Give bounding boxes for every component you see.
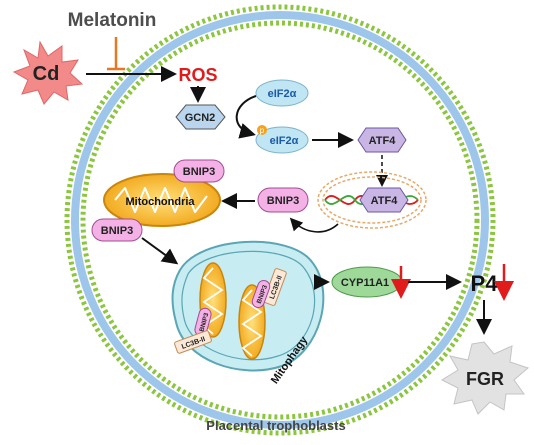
bnip3-node-left <box>91 218 143 242</box>
phospho-marker <box>257 125 267 135</box>
atf4-protein-label: ATF4 <box>369 135 397 147</box>
cell-membrane <box>64 4 496 436</box>
bnip3-node-top <box>173 159 225 183</box>
mitochondria <box>103 173 221 227</box>
p4-label: P4 <box>471 271 499 296</box>
atf4-to-bnip3-arrow <box>289 217 339 233</box>
melatonin-inhibition <box>107 37 125 71</box>
bnip3-node-middle <box>257 187 309 213</box>
phospho-label: p <box>260 126 265 135</box>
cd-label: Cd <box>33 63 60 85</box>
gcn2-node <box>175 104 226 130</box>
nucleus <box>317 171 427 229</box>
mitochondria-to-mitophagy-arrow <box>141 237 179 265</box>
bnip3-left-label: BNIP3 <box>101 225 133 237</box>
bnip3-auto-left-label: BNIP3 <box>199 312 211 333</box>
atf4-gene-label: ATF4 <box>371 195 399 207</box>
bnip3-top-label: BNIP3 <box>183 166 215 178</box>
eif2a-node-top <box>255 79 309 107</box>
cell-type-label: Placental trophoblasts <box>206 418 345 433</box>
ros-label: ROS <box>178 65 217 85</box>
mitochondria-label: Mitochondria <box>125 196 195 208</box>
fgr-label: FGR <box>466 369 504 389</box>
atf4-protein-node <box>357 127 407 153</box>
gcn2-label: GCN2 <box>185 112 216 124</box>
cyp11a1-label: CYP11A1 <box>341 277 389 289</box>
phosphorylation-arrow <box>235 95 257 139</box>
fgr-burst <box>440 341 529 415</box>
eif2a-node-bottom <box>255 125 309 154</box>
bnip3-node-auto-right: BNIP3 <box>251 279 271 309</box>
eif2a-bottom-label: eIF2α <box>270 135 299 147</box>
eif2a-top-label: eIF2α <box>268 88 297 100</box>
melatonin-label: Melatonin <box>68 10 157 31</box>
cd-burst <box>12 40 84 105</box>
bnip3-middle-label: BNIP3 <box>267 195 299 207</box>
atf4-gene-node <box>359 187 409 213</box>
